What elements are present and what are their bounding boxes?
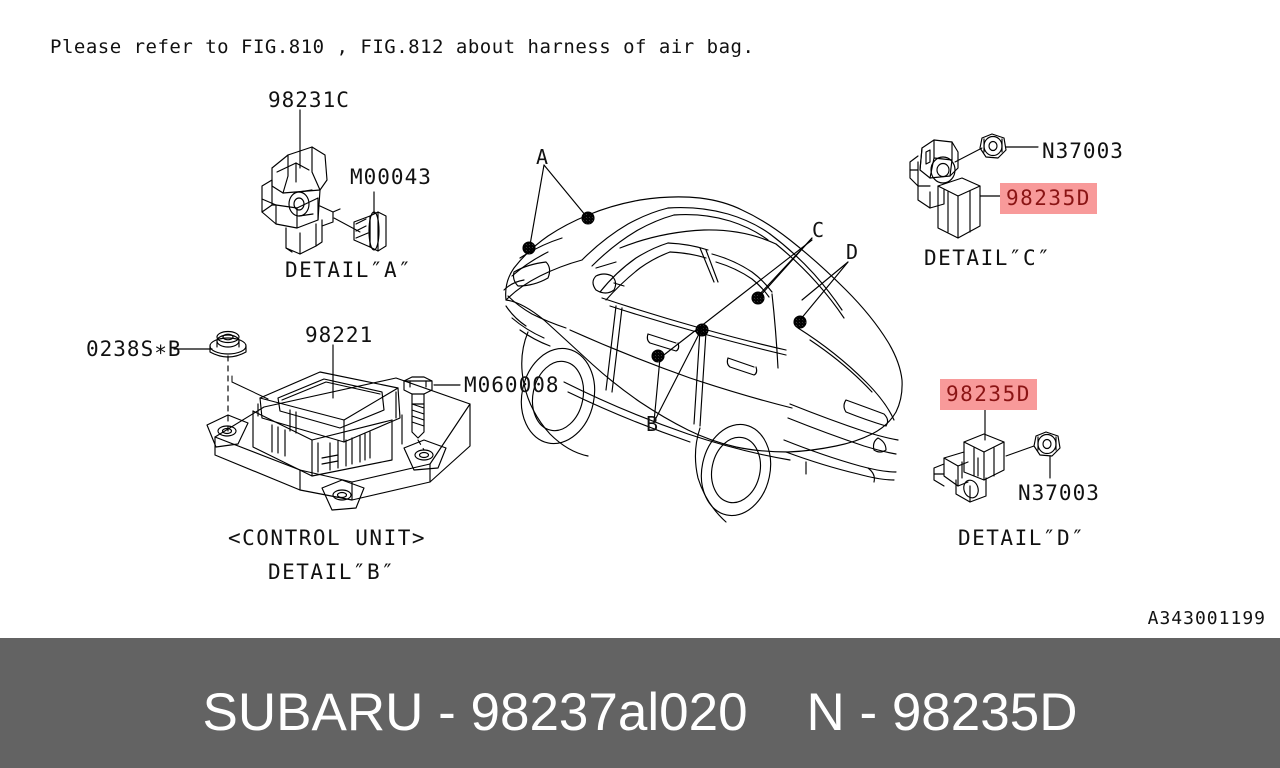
caption-detail-d: DETAIL″D″	[958, 526, 1086, 550]
detail-a-artwork	[261, 109, 387, 255]
diagram-line-art	[173, 109, 1061, 523]
label-m00043: M00043	[350, 165, 432, 189]
banner-part-number: SUBARU - 98237al020 N - 98235D	[202, 683, 1078, 742]
flange-nut-0238sb	[209, 330, 247, 358]
nut-n37003-c	[979, 133, 1007, 159]
vehicle-artwork	[503, 196, 903, 523]
harness-note: Please refer to FIG.810 , FIG.812 about …	[50, 36, 755, 58]
callout-c: C	[812, 218, 825, 242]
label-98235d-d: 98235D	[940, 379, 1037, 410]
label-m060008: M060008	[464, 373, 560, 397]
callout-d: D	[846, 240, 859, 264]
caption-control-unit: <CONTROL UNIT>	[228, 526, 427, 550]
detail-c-artwork	[909, 133, 1039, 239]
callout-b: B	[646, 412, 659, 436]
label-98235d-c: 98235D	[1000, 183, 1097, 214]
caption-detail-b: DETAIL″B″	[268, 560, 396, 584]
label-98221: 98221	[305, 323, 374, 347]
callout-a: A	[536, 145, 549, 169]
label-98231c: 98231C	[268, 88, 350, 112]
label-n37003-d: N37003	[1018, 481, 1100, 505]
nut-n37003-d	[1033, 431, 1061, 457]
vehicle-callout-leaders	[522, 164, 849, 423]
bottom-banner: SUBARU - 98237al020 N - 98235D	[0, 638, 1280, 768]
drawing-code: A343001199	[1147, 608, 1266, 629]
caption-detail-c: DETAIL″C″	[924, 246, 1052, 270]
detail-d-artwork	[933, 409, 1061, 503]
label-0238sb: 0238S∗B	[86, 337, 182, 361]
caption-detail-a: DETAIL″A″	[285, 258, 413, 282]
diagram-canvas: Please refer to FIG.810 , FIG.812 about …	[50, 36, 1266, 629]
bolt-m060008	[403, 376, 433, 439]
detail-b-artwork	[173, 330, 471, 511]
label-n37003-c: N37003	[1042, 139, 1124, 163]
